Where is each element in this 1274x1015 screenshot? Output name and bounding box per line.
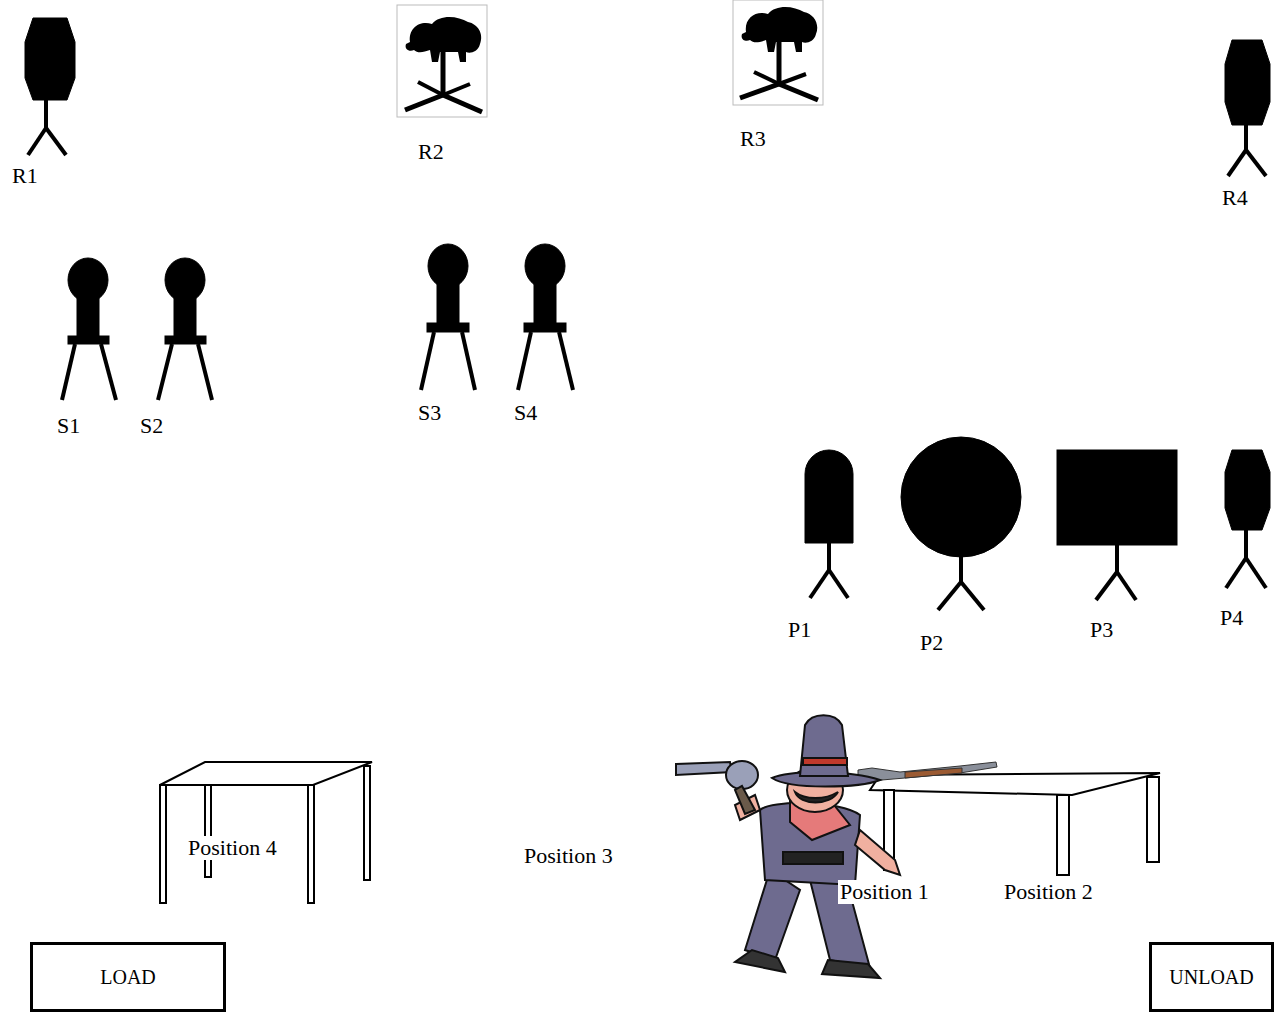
table — [160, 762, 372, 903]
pistol-target — [901, 437, 1021, 610]
target-label: P2 — [918, 631, 945, 655]
hex-target — [1225, 450, 1270, 588]
position-label: Position 4 — [186, 836, 279, 860]
target-label: S2 — [138, 414, 165, 438]
target-label: R3 — [738, 127, 768, 151]
target-label: S3 — [416, 401, 443, 425]
buffalo-target — [397, 5, 487, 117]
pistol-target — [1057, 450, 1177, 600]
steel-target — [518, 244, 573, 390]
pistol-target — [805, 450, 853, 598]
target-label: P4 — [1218, 606, 1245, 630]
target-label: R2 — [416, 140, 446, 164]
hex-target — [1225, 40, 1270, 176]
position-label: Position 3 — [522, 844, 615, 868]
steel-target — [158, 258, 212, 400]
station-box: UNLOAD — [1149, 942, 1274, 1012]
steel-target — [421, 244, 475, 390]
table — [870, 773, 1160, 875]
position-label: Position 2 — [1002, 880, 1095, 904]
rifle — [858, 762, 997, 781]
steel-target — [62, 258, 116, 400]
target-label: S1 — [55, 414, 82, 438]
station-label: UNLOAD — [1169, 966, 1253, 989]
target-label: R1 — [10, 164, 40, 188]
target-label: P3 — [1088, 618, 1115, 642]
buffalo-target — [733, 0, 823, 105]
target-label: P1 — [786, 618, 813, 642]
station-box: LOAD — [30, 942, 226, 1012]
hex-target — [25, 18, 75, 155]
target-label: S4 — [512, 401, 539, 425]
cowboy-figure — [676, 715, 900, 978]
position-label: Position 1 — [838, 880, 931, 904]
target-label: R4 — [1220, 186, 1250, 210]
station-label: LOAD — [100, 966, 156, 989]
